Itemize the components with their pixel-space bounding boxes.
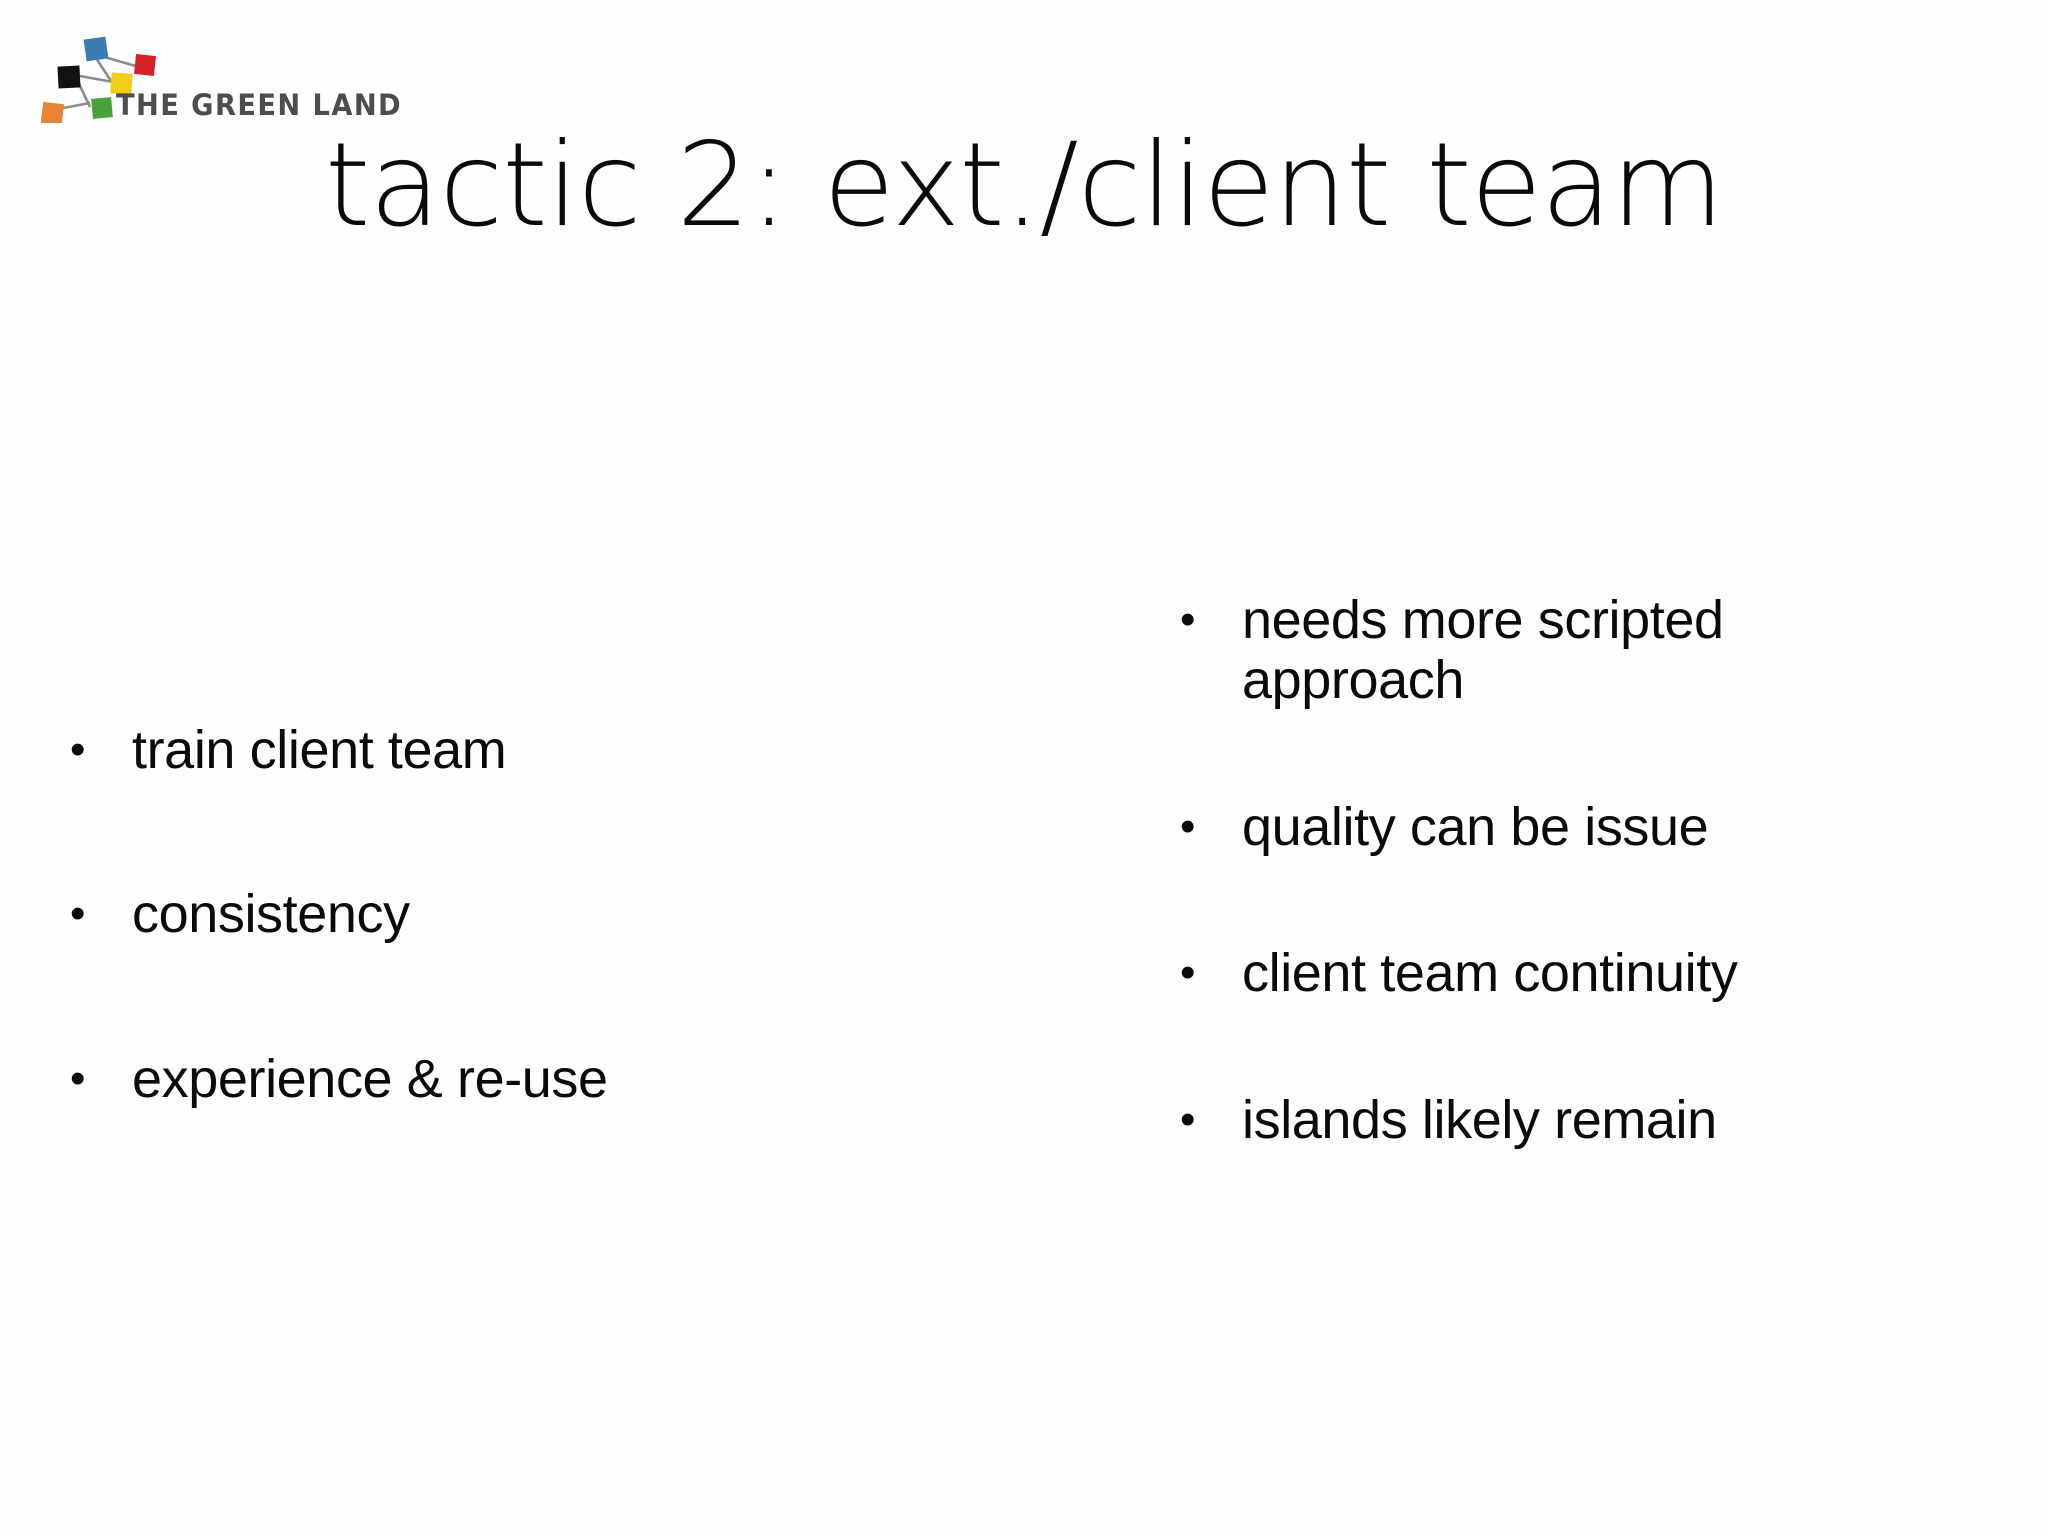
list-item-label: islands likely remain: [1242, 1089, 1717, 1150]
list-item-label: quality can be issue: [1242, 796, 1709, 857]
list-item-label: client team continuity: [1242, 943, 1738, 1004]
blue-square: [83, 36, 109, 62]
list-item: • client team continuity: [1180, 943, 1900, 1003]
list-item-label: experience & re-use: [132, 1048, 608, 1109]
bullet-dot-icon: •: [70, 1053, 86, 1103]
list-item: • train client team: [70, 720, 810, 780]
left-bullet-list: • train client team • consistency • expe…: [70, 720, 810, 1109]
list-item-label: consistency: [132, 884, 410, 945]
list-item: • islands likely remain: [1180, 1090, 1900, 1150]
bullet-dot-icon: •: [1180, 1094, 1196, 1144]
bullet-dot-icon: •: [1180, 595, 1196, 644]
bullet-dot-icon: •: [70, 725, 86, 774]
black-square: [57, 65, 81, 89]
bullet-dot-icon: •: [1180, 801, 1196, 851]
list-item: • quality can be issue: [1180, 797, 1900, 857]
list-item-label: train client team: [132, 720, 507, 780]
company-logo: THE GREEN LAND: [18, 18, 401, 123]
list-item-label: needs more scripted approach: [1242, 590, 1724, 711]
right-bullet-list: • needs more scripted approach • quality…: [1180, 590, 1900, 1150]
red-square: [134, 54, 156, 76]
bullet-dot-icon: •: [70, 889, 86, 939]
logo-wordmark: THE GREEN LAND: [116, 88, 403, 122]
yellow-square: [110, 72, 133, 95]
bullet-dot-icon: •: [1180, 948, 1196, 998]
list-item: • experience & re-use: [70, 1049, 810, 1109]
green-square: [91, 97, 113, 119]
list-item: • consistency: [70, 884, 810, 944]
list-item: • needs more scripted approach: [1180, 590, 1900, 711]
page-title: tactic 2: ext./client team: [324, 118, 1724, 253]
logo-graphic: [40, 36, 156, 123]
orange-square: [40, 101, 65, 123]
